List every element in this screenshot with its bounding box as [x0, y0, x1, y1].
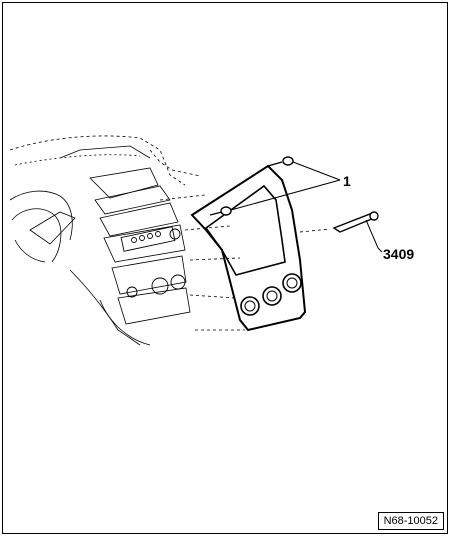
radio-unit — [120, 226, 186, 298]
removal-tool — [332, 211, 379, 233]
tool-dashed-path — [299, 228, 331, 233]
callout-1-leaders — [230, 161, 341, 211]
callout-label-fastener: 1 — [343, 173, 351, 189]
dashboard-outline — [9, 135, 245, 346]
callout-3409-leader — [365, 219, 383, 253]
diagram-border — [2, 2, 448, 534]
screw-lower — [209, 206, 232, 216]
trim-panel — [190, 164, 307, 332]
callout-label-tool: 3409 — [383, 246, 415, 262]
reference-code: N68-10052 — [377, 512, 444, 530]
screw-upper — [267, 156, 294, 167]
